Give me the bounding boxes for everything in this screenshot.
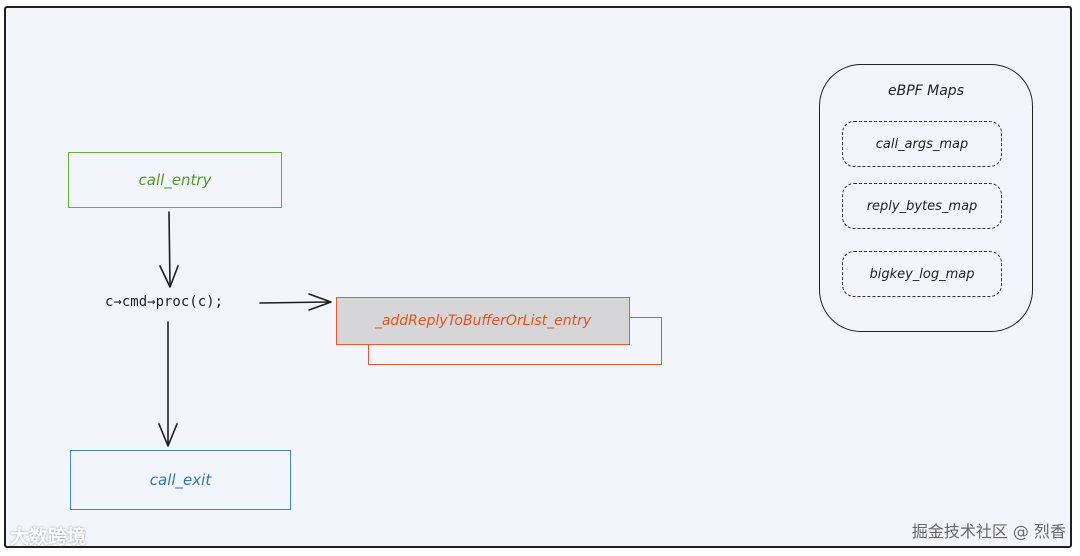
call-entry-label: call_entry [138,171,212,189]
add-reply-entry-label: _addReplyToBufferOrList_entry [374,313,592,329]
map-item-reply-bytes: reply_bytes_map [842,183,1002,229]
call-exit-box: call_exit [70,450,291,510]
map-item-bigkey-log: bigkey_log_map [842,251,1002,297]
call-entry-box: call_entry [68,152,282,208]
ebpf-maps-title: eBPF Maps [887,83,964,99]
watermark-right: 掘金技术社区 @ 烈香 [911,522,1066,541]
arrow-code-to-exit [158,321,178,447]
watermark-left: 大数跨境 [10,526,87,548]
map-item-call-args: call_args_map [842,121,1002,167]
diagram-canvas [4,6,1072,548]
arrow-code-to-add-reply [259,293,332,311]
map-item-label: reply_bytes_map [866,198,978,214]
add-reply-entry-box: _addReplyToBufferOrList_entry [336,297,630,345]
arrow-entry-to-code [159,211,179,288]
map-item-label: call_args_map [875,136,969,152]
call-exit-label: call_exit [149,471,212,489]
ebpf-maps-container: eBPF Maps call_args_map reply_bytes_map … [819,64,1033,332]
code-line: c→cmd→proc(c); [105,294,224,310]
map-item-label: bigkey_log_map [869,266,975,282]
